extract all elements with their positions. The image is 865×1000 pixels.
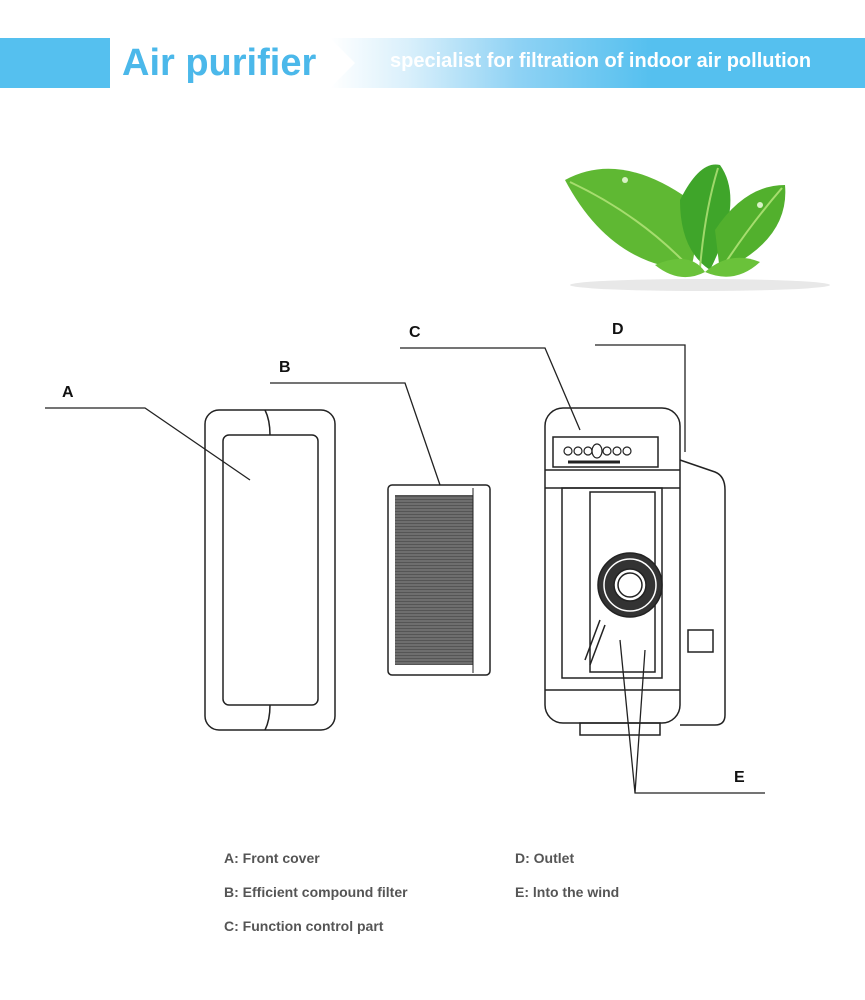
callout-label-b: B xyxy=(279,359,291,376)
banner-title: Air purifier xyxy=(122,42,317,84)
fan-drawing xyxy=(584,552,663,666)
callout-label-e: E xyxy=(734,769,745,786)
callout-label-d: D xyxy=(612,321,624,338)
compound-filter-drawing xyxy=(387,484,491,676)
legend-item: C: Function control part xyxy=(224,918,384,934)
banner-accent-block xyxy=(0,38,110,88)
green-leaves-illustration xyxy=(565,164,830,291)
legend-item: D: Outlet xyxy=(515,850,575,866)
legend-item: E: lnto the wind xyxy=(515,884,620,900)
legend-item: A: Front cover xyxy=(224,850,320,866)
callout-label-c: C xyxy=(409,324,421,341)
banner-gradient-strip xyxy=(330,38,865,88)
purifier-body-drawing xyxy=(544,407,726,736)
legend-item: B: Efficient compound filter xyxy=(224,884,408,900)
banner-subtitle: specialist for filtration of indoor air … xyxy=(390,50,812,72)
callout-label-a: A xyxy=(62,384,74,401)
callout-lines xyxy=(45,344,765,794)
front-cover-drawing xyxy=(204,409,336,731)
